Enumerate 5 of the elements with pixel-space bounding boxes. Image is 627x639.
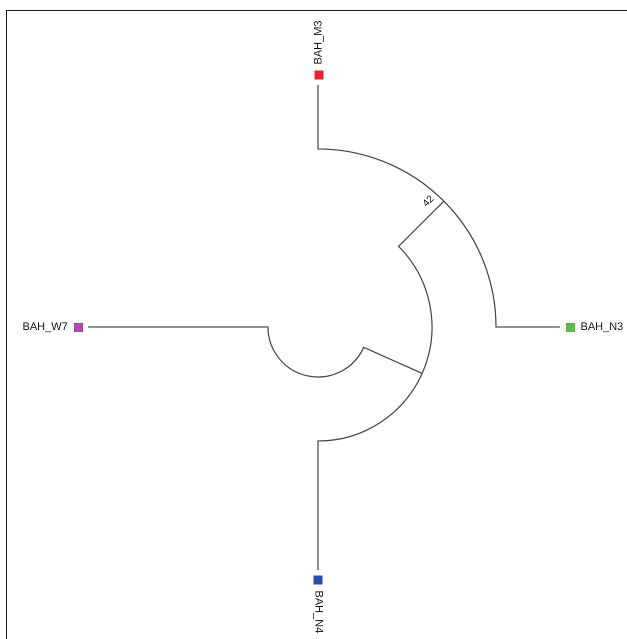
leaf-label: BAH_N4 [312, 590, 324, 634]
leaf-label: BAH_W7 [22, 321, 68, 333]
bootstrap-value: 42 [420, 194, 436, 210]
leaf-label: BAH_M3 [312, 20, 324, 64]
leaf-label: BAH_N3 [580, 321, 624, 333]
